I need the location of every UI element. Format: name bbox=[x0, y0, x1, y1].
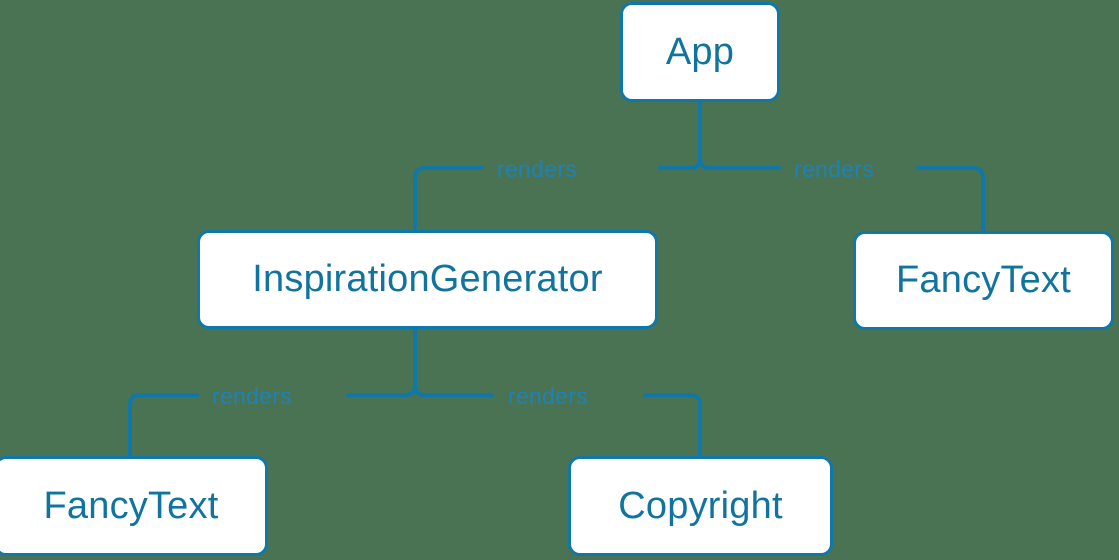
node-app[interactable]: App bbox=[620, 2, 780, 102]
edge-app-trunk-right bbox=[698, 156, 712, 170]
edge-inspiration-trunk-right bbox=[413, 383, 427, 397]
edge-app-to-fancytext-seg2 bbox=[916, 166, 985, 233]
node-inspiration-generator[interactable]: InspirationGenerator bbox=[197, 230, 658, 329]
edge-label-inspiration-generator-to-fancytext: renders bbox=[212, 383, 293, 409]
node-fancytext-right-label: FancyText bbox=[896, 259, 1071, 301]
node-app-label: App bbox=[665, 30, 735, 73]
node-fancytext-left-label: FancyText bbox=[43, 484, 219, 527]
node-copyright[interactable]: Copyright bbox=[568, 456, 833, 556]
edge-inspiration-to-fancytext-seg2 bbox=[128, 393, 199, 458]
edge-label-app-to-fancytext: renders bbox=[794, 156, 875, 182]
node-fancytext-right[interactable]: FancyText bbox=[853, 231, 1114, 330]
node-fancytext-left[interactable]: FancyText bbox=[0, 456, 268, 556]
edge-label-inspiration-generator-to-copyright: renders bbox=[508, 383, 589, 409]
edge-label-app-to-inspiration-generator: renders bbox=[497, 156, 578, 182]
edge-inspiration-to-copyright-seg2 bbox=[643, 393, 702, 458]
node-inspiration-generator-label: InspirationGenerator bbox=[252, 258, 603, 300]
node-copyright-label: Copyright bbox=[618, 484, 783, 527]
edge-app-to-inspiration-seg2 bbox=[413, 166, 484, 232]
